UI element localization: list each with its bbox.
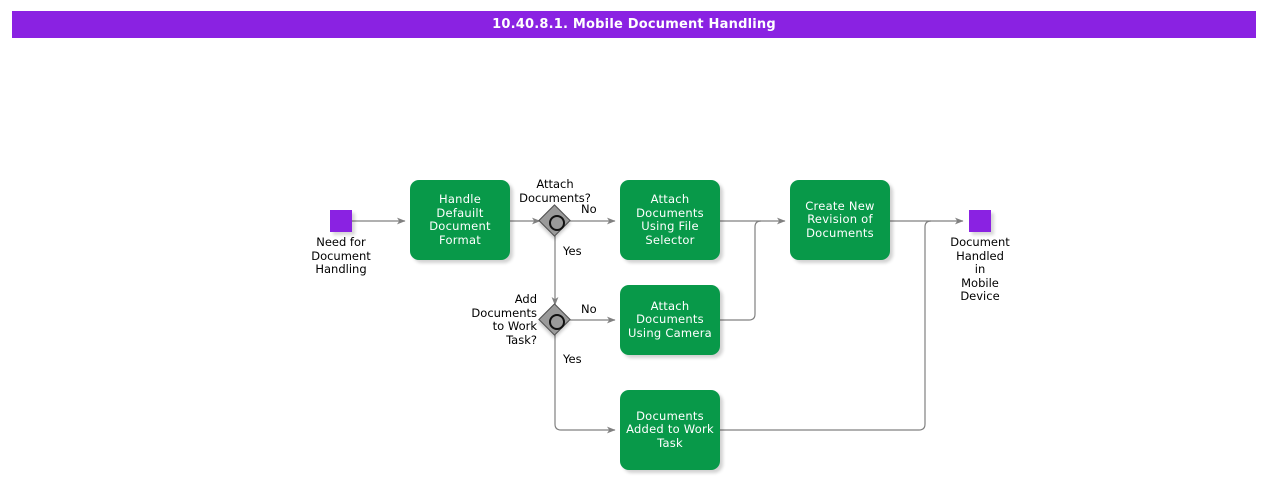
diagram-title-bar: 10.40.8.1. Mobile Document Handling	[12, 11, 1256, 38]
task-label: Create New Revision of Documents	[805, 198, 875, 240]
edge-label-gateway2-no: No	[581, 302, 597, 316]
task-handle-default-document-format[interactable]: Handle Defauilt Document Format	[410, 180, 510, 260]
edge-work-task-merge	[720, 220, 932, 431]
gateway-inclusive-circle-icon	[549, 314, 565, 330]
task-create-new-revision-of-documents[interactable]: Create New Revision of Documents	[790, 180, 890, 260]
task-label: Attach Documents Using Camera	[628, 298, 712, 340]
start-event-label: Need for Document Handling	[311, 235, 371, 276]
end-event-label: Document Handled in Mobile Device	[950, 235, 1010, 303]
gateway-attach-documents[interactable]: Attach Documents?	[519, 177, 591, 237]
gateway-label: Attach Documents?	[519, 177, 591, 205]
edge-label-gateway1-yes: Yes	[563, 244, 582, 258]
edge-label-gateway2-yes: Yes	[563, 352, 582, 366]
task-label: Documents Added to Work Task	[626, 408, 714, 450]
page-title: 10.40.8.1. Mobile Document Handling	[492, 17, 776, 32]
task-attach-documents-using-camera[interactable]: Attach Documents Using Camera	[620, 285, 720, 355]
task-attach-documents-using-file-selector[interactable]: Attach Documents Using File Selector	[620, 180, 720, 260]
gateway-label: Add Documents to Work Task?	[471, 292, 537, 347]
start-event-icon	[330, 210, 352, 232]
edge-label-gateway1-no: No	[581, 202, 597, 216]
gateway-inclusive-circle-icon	[549, 215, 565, 231]
gateway-add-documents-to-work-task[interactable]: Add Documents to Work Task?	[471, 292, 571, 346]
end-event-document-handled-in-mobile-device[interactable]: Document Handled in Mobile Device	[950, 210, 1010, 303]
end-event-icon	[969, 210, 991, 232]
start-event-need-for-document-handling[interactable]: Need for Document Handling	[311, 210, 371, 276]
edge-gateway2-yes-to-work-task	[554, 335, 616, 434]
task-label: Attach Documents Using File Selector	[636, 192, 704, 247]
task-label: Handle Defauilt Document Format	[429, 192, 491, 247]
edge-camera-merge	[720, 220, 762, 321]
task-documents-added-to-work-task[interactable]: Documents Added to Work Task	[620, 390, 720, 470]
